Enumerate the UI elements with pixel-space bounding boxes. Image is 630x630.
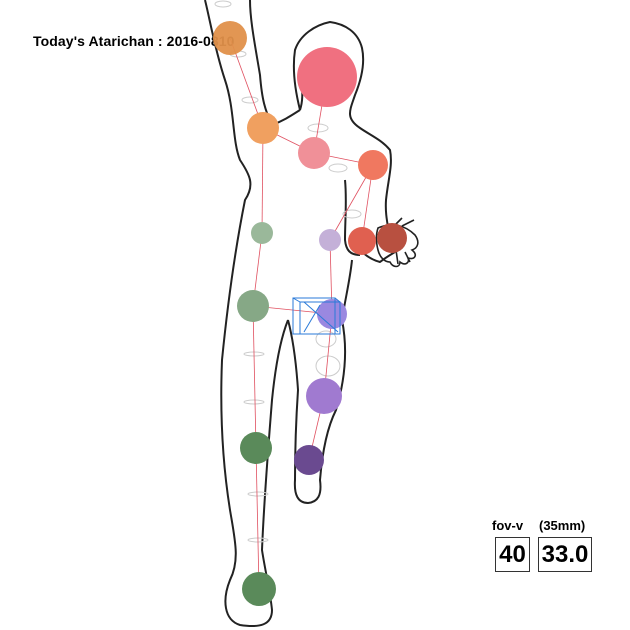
joint-right-knee[interactable] xyxy=(240,432,272,464)
joint-right-elbow[interactable] xyxy=(251,222,273,244)
joint-left-elbow[interactable] xyxy=(348,227,376,255)
fov-vertical-value[interactable]: 40 xyxy=(495,537,530,572)
joint-right-foot[interactable] xyxy=(242,572,276,606)
joint-head[interactable] xyxy=(297,47,357,107)
joint-left-shoulder[interactable] xyxy=(358,150,388,180)
focal-length-label: (35mm) xyxy=(539,518,586,533)
joint-right-hand[interactable] xyxy=(213,21,247,55)
joint-left-hip[interactable] xyxy=(317,299,347,329)
joint-right-hip[interactable] xyxy=(237,290,269,322)
joint-chest[interactable] xyxy=(298,137,330,169)
hand-icon xyxy=(375,217,419,268)
skeleton-joints[interactable] xyxy=(213,21,407,606)
page-title: Today's Atarichan : 2016-0810 xyxy=(33,33,235,49)
fov-vertical-label: fov-v xyxy=(492,518,524,533)
rotation-gizmo-icon[interactable] xyxy=(292,297,341,335)
joint-left-knee[interactable] xyxy=(306,378,342,414)
joint-left-foot[interactable] xyxy=(294,445,324,475)
joint-right-shoulder[interactable] xyxy=(247,112,279,144)
focal-length-value[interactable]: 33.0 xyxy=(538,537,592,572)
joint-left-hand[interactable] xyxy=(377,223,407,253)
joint-spine[interactable] xyxy=(319,229,341,251)
